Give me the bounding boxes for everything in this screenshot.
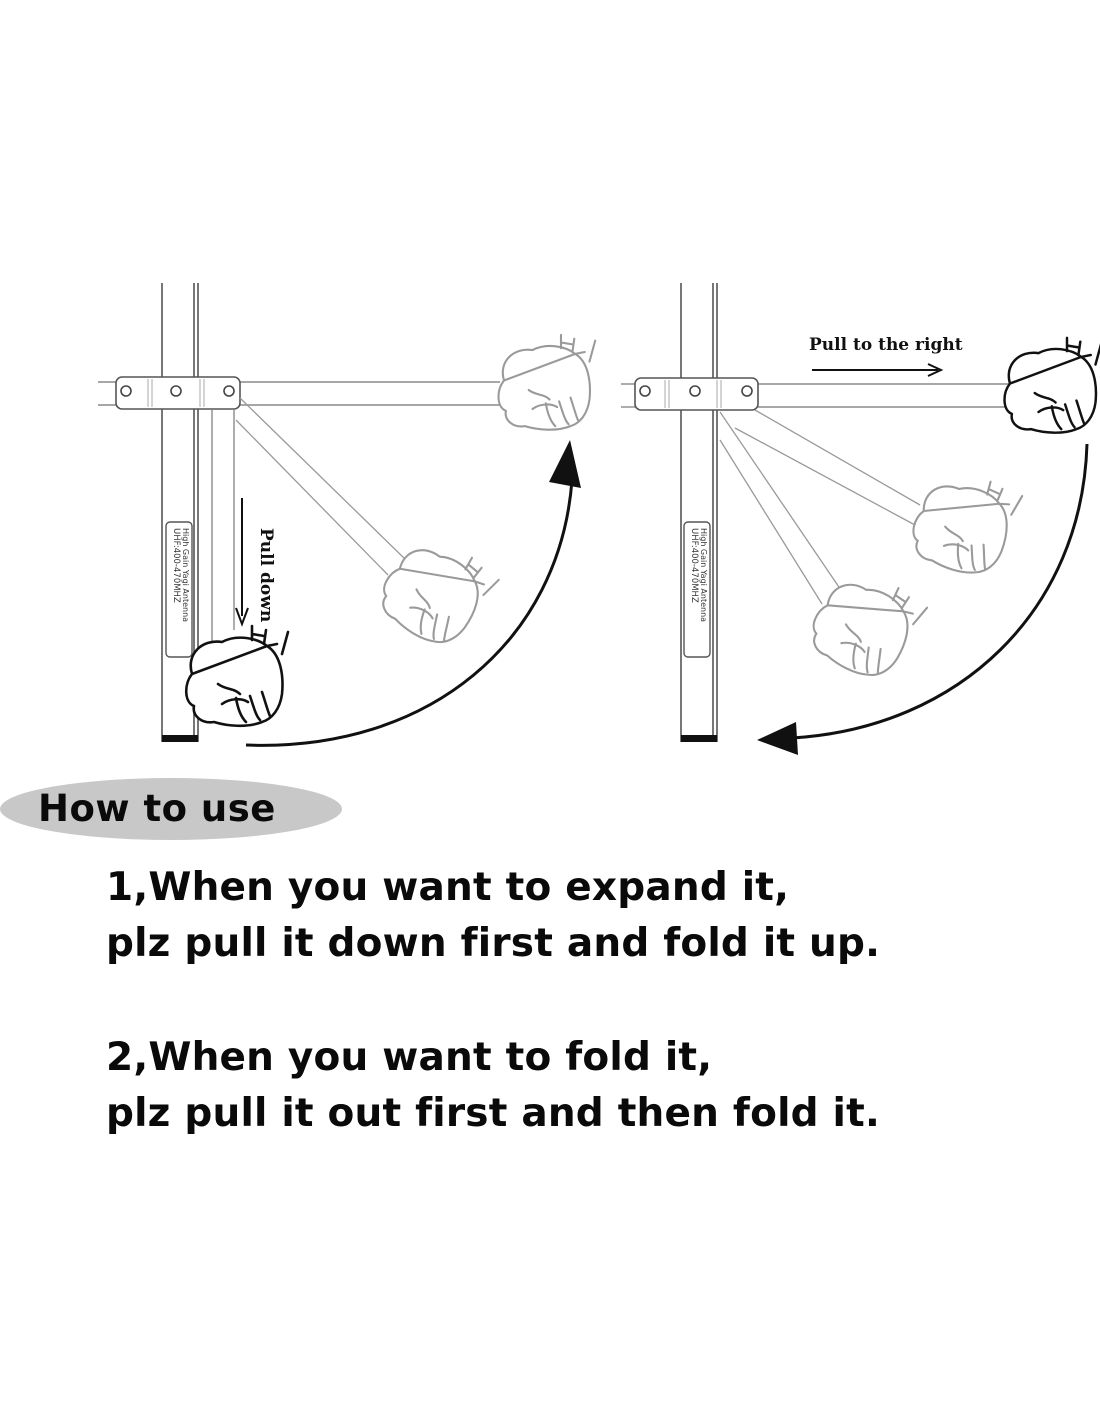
instruction-step-2: 2,When you want to fold it, plz pull it … <box>106 1030 880 1142</box>
pole-end-cap <box>681 735 717 742</box>
fist-icon <box>184 624 290 728</box>
rotate-down-arrow-icon <box>757 443 1089 755</box>
bracket-bolt <box>639 385 651 397</box>
instruction-line: 2,When you want to fold it, <box>106 1035 713 1080</box>
element-mid-position <box>235 397 407 576</box>
rotate-up-arrow-icon <box>245 440 581 747</box>
horizontal-element <box>98 381 500 406</box>
mast-pole <box>680 283 718 742</box>
mount-bracket <box>115 376 241 410</box>
element-low-position <box>719 411 844 605</box>
mount-bracket <box>634 377 759 411</box>
pole-label-plate: UHF:400-470MHZ High Gain Yagi Antenna <box>683 521 711 658</box>
pole-label-line2: High Gain Yagi Antenna <box>181 528 190 622</box>
fist-icon <box>800 560 931 690</box>
pull-down-arrow <box>235 498 249 627</box>
section-title-badge <box>0 778 342 840</box>
svg-text:UHF:400-470MHZ: UHF:400-470MHZ <box>689 528 699 603</box>
instruction-line: plz pull it down first and fold it up. <box>106 921 881 966</box>
section-title: How to use <box>38 787 276 830</box>
svg-text:UHF:400-470MHZ: UHF:400-470MHZ <box>171 528 181 603</box>
bracket-bolt <box>170 385 182 397</box>
pull-right-arrow <box>812 363 944 377</box>
pole-label-line2: High Gain Yagi Antenna <box>699 528 708 622</box>
pull-right-label: Pull to the right <box>809 335 963 355</box>
bracket-bolt <box>223 385 235 397</box>
horizontal-element <box>621 383 1010 408</box>
pole-label-line1: UHF:400-470MHZ <box>171 528 181 603</box>
fist-icon <box>1003 336 1100 434</box>
antenna-usage-diagram: UHF:400-470MHZ High Gain Yagi Antenna <box>98 283 1100 755</box>
svg-text:High Gain Yagi Antenna: High Gain Yagi Antenna <box>699 528 708 622</box>
instruction-line: plz pull it out first and then fold it. <box>106 1091 880 1136</box>
fist-icon <box>904 464 1025 584</box>
bracket-bolt <box>741 385 753 397</box>
right-panel-fold: UHF:400-470MHZ High Gain Yagi Antenna <box>621 283 1100 755</box>
instruction-step-1: 1,When you want to expand it, plz pull i… <box>106 860 880 972</box>
element-mid-position <box>734 409 921 526</box>
fist-icon <box>497 333 597 431</box>
instruction-line: 1,When you want to expand it, <box>106 865 790 910</box>
pole-end-cap <box>162 735 198 742</box>
bracket-bolt <box>120 385 132 397</box>
bracket-bolt <box>689 385 701 397</box>
pole-label-line1: UHF:400-470MHZ <box>689 528 699 603</box>
left-panel-expand: UHF:400-470MHZ High Gain Yagi Antenna <box>98 283 597 747</box>
pole-label-plate: UHF:400-470MHZ High Gain Yagi Antenna <box>165 521 193 658</box>
fist-icon <box>369 525 503 659</box>
svg-text:High Gain Yagi Antenna: High Gain Yagi Antenna <box>181 528 190 622</box>
pull-down-label: Pull down <box>256 528 276 622</box>
